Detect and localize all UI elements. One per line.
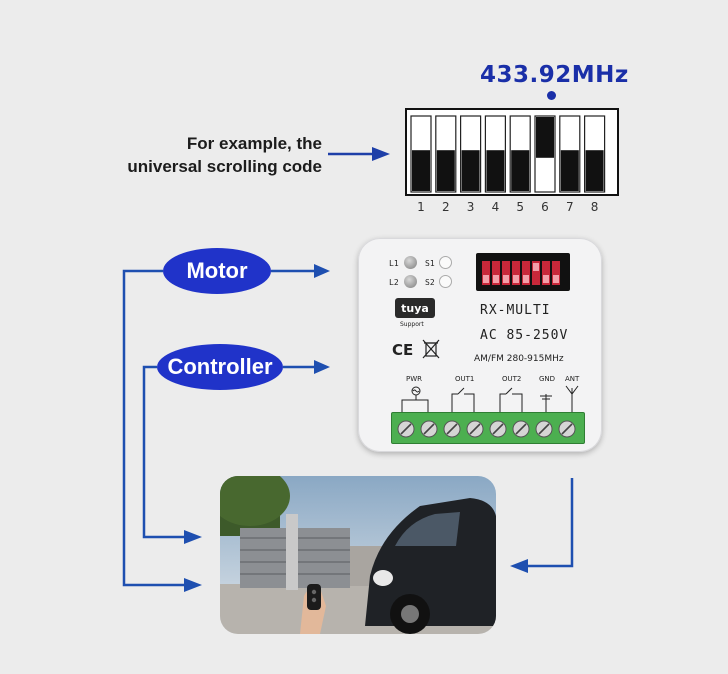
s1-button[interactable]	[439, 256, 452, 269]
dip-number-4: 4	[491, 200, 500, 214]
dip-number-7: 7	[565, 200, 574, 214]
led1-label: L1	[389, 259, 399, 268]
device-dip-graphic	[482, 261, 560, 285]
model-text: RX-MULTI	[480, 303, 551, 318]
motor-label-text: Motor	[186, 258, 248, 283]
arrow-head-motor-icon	[314, 264, 330, 278]
dip-lever-5[interactable]	[511, 150, 530, 191]
tuya-logo: tuya	[395, 298, 435, 318]
dip-lever-3[interactable]	[461, 150, 480, 191]
dip-switch-graphic	[410, 115, 606, 193]
dip-lever-8[interactable]	[585, 150, 604, 191]
band-text: AM/FM 280-915MHz	[474, 354, 564, 364]
frequency-label: 433.92MHz	[480, 62, 629, 88]
voltage-text: AC 85-250V	[480, 328, 569, 343]
motor-label: Motor	[163, 248, 271, 294]
remote-control-icon	[307, 584, 321, 610]
s2-label: S2	[425, 278, 435, 287]
tuya-support-text: Support	[400, 321, 424, 328]
dip-lever-2[interactable]	[436, 150, 455, 191]
terminal-label-out1: OUT1	[455, 375, 475, 383]
arrow-to-dip-icon	[328, 147, 390, 161]
dip-number-6: 6	[541, 200, 549, 214]
led2-icon	[404, 275, 417, 288]
led1-icon	[404, 256, 417, 269]
dip-number-5: 5	[516, 200, 524, 214]
terminal-label-pwr: PWR	[406, 375, 423, 383]
device-dip-switch[interactable]	[476, 253, 570, 291]
weee-bin-icon	[422, 339, 440, 359]
dip-switch	[405, 108, 619, 196]
gate-car-photo	[220, 476, 496, 634]
arrow-head-photo-right-icon	[510, 559, 528, 573]
dip-lever-4[interactable]	[486, 150, 505, 191]
arrow-head-photo-upper-icon	[184, 530, 202, 544]
s1-label: S1	[425, 259, 435, 268]
terminal-screws	[397, 420, 576, 438]
controller-label: Controller	[157, 344, 283, 390]
led2-label: L2	[389, 278, 399, 287]
terminal-label-gnd: GND	[539, 375, 556, 383]
terminal-label-ant: ANT	[565, 375, 580, 383]
frequency-dot	[547, 91, 556, 100]
example-line-1: For example, the	[186, 134, 322, 153]
gate-car-illustration	[220, 476, 496, 634]
arrow-head-photo-lower-icon	[184, 578, 202, 592]
dip-number-8: 8	[590, 200, 599, 214]
example-line-2: universal scrolling code	[127, 157, 322, 176]
dip-number-1: 1	[417, 200, 425, 214]
dip-lever-7[interactable]	[560, 150, 579, 191]
arrow-head-controller-icon	[314, 360, 330, 374]
s2-button[interactable]	[439, 275, 452, 288]
controller-label-text: Controller	[167, 354, 273, 379]
example-caption: For example, the universal scrolling cod…	[100, 132, 322, 178]
terminal-label-out2: OUT2	[502, 375, 522, 383]
dip-number-2: 2	[441, 200, 450, 214]
tuya-logo-text: tuya	[401, 301, 429, 315]
ce-mark: CE	[392, 341, 414, 359]
dip-lever-6[interactable]	[536, 117, 554, 158]
dip-lever-1[interactable]	[412, 150, 430, 191]
wiring-schematic	[401, 385, 579, 412]
car	[365, 498, 496, 626]
dip-number-3: 3	[466, 200, 475, 214]
terminal-block	[391, 412, 585, 444]
